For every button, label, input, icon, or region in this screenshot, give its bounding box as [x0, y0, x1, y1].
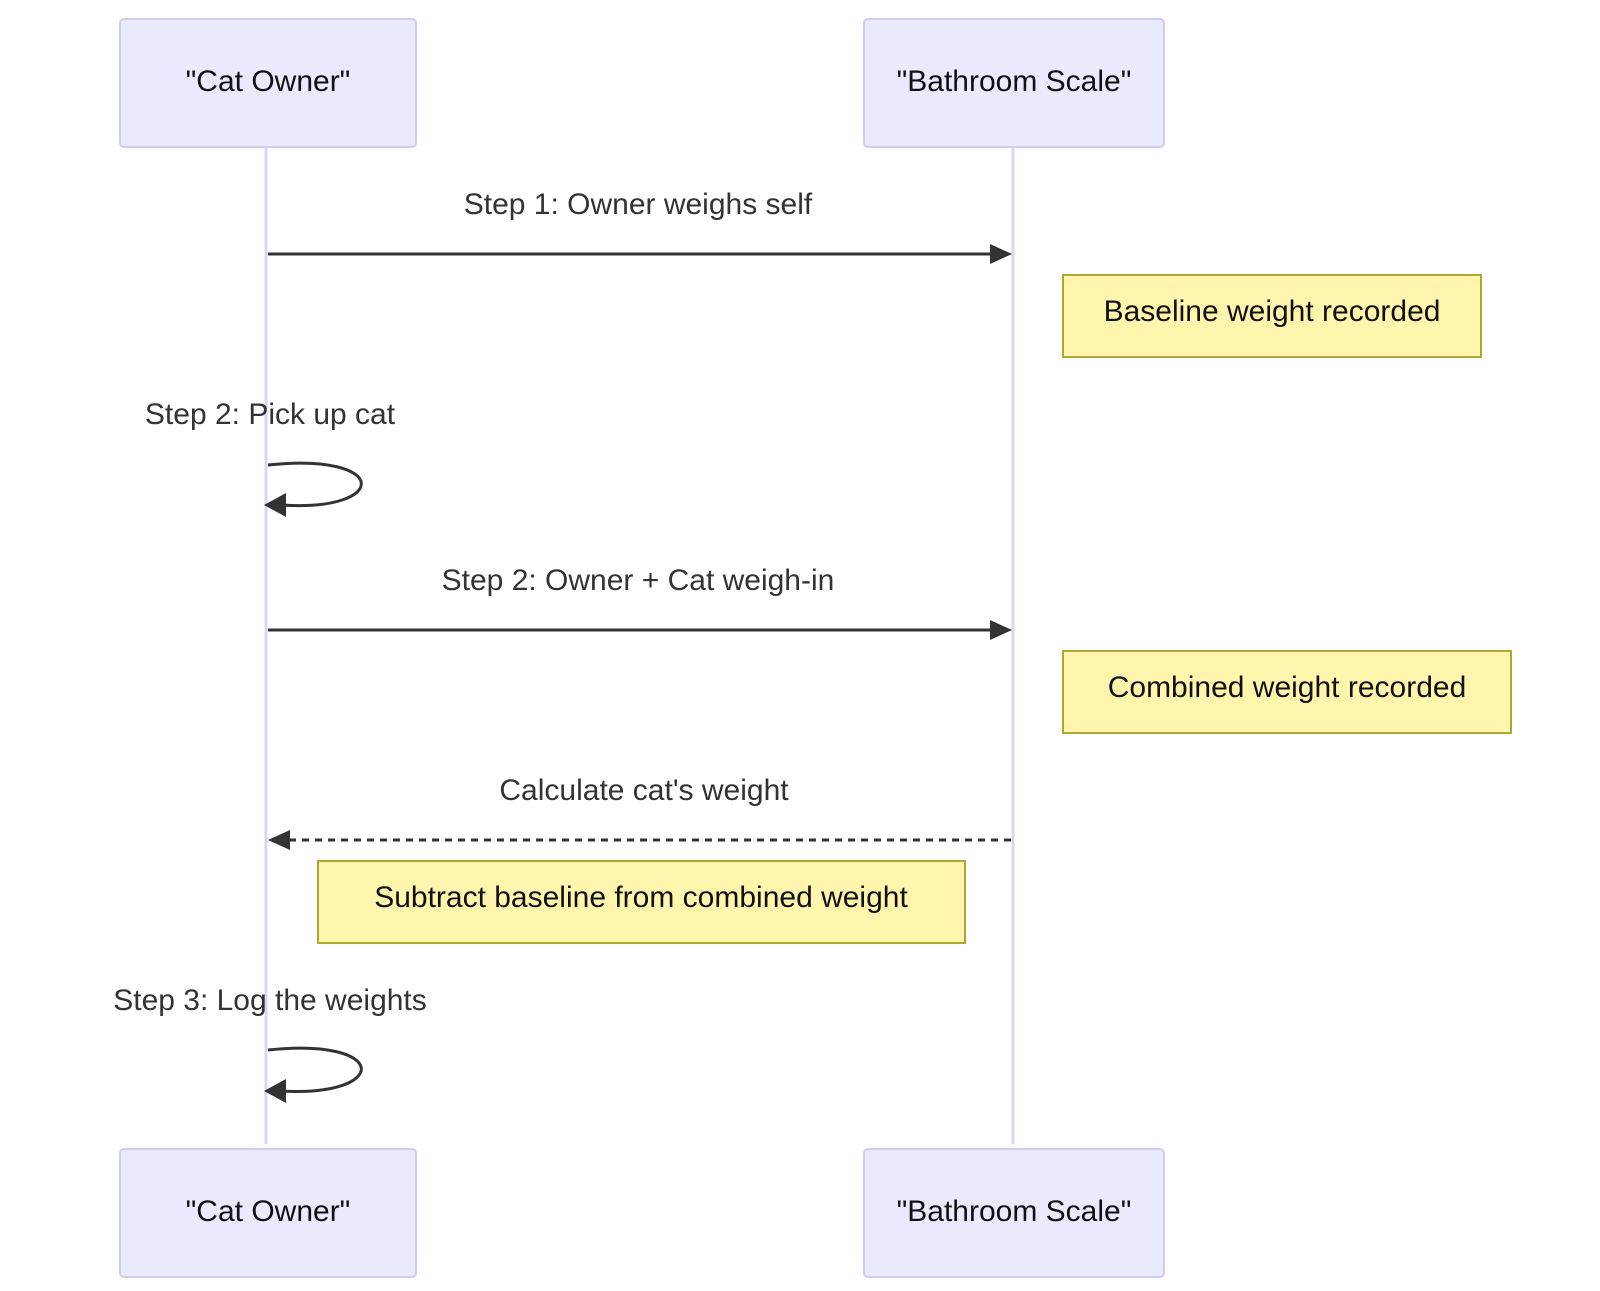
- message-4: Calculate cat's weight: [268, 774, 1011, 850]
- arrowhead: [990, 244, 1012, 264]
- note-1: Baseline weight recorded: [1062, 274, 1482, 358]
- note-box: [317, 860, 966, 944]
- actor-label: "Cat Owner": [186, 1195, 351, 1228]
- message-label: Step 1: Owner weighs self: [464, 188, 813, 221]
- message-label: Step 2: Owner + Cat weigh-in: [442, 564, 835, 597]
- note-text: Subtract baseline from combined weight: [374, 881, 908, 914]
- actor-label: "Bathroom Scale": [897, 1195, 1132, 1228]
- actor-label: "Bathroom Scale": [897, 65, 1132, 98]
- message-1: Step 1: Owner weighs self: [268, 188, 1012, 264]
- note-3: Subtract baseline from combined weight: [317, 860, 966, 944]
- actor-box: [863, 18, 1165, 148]
- message-label: Step 2: Pick up cat: [145, 398, 396, 431]
- actor-label: "Cat Owner": [186, 65, 351, 98]
- arrowhead: [990, 620, 1012, 640]
- message-3: Step 2: Owner + Cat weigh-in: [268, 564, 1012, 640]
- self-loop-line: [267, 461, 363, 508]
- message-label: Step 3: Log the weights: [113, 984, 427, 1017]
- actor-box: [863, 1148, 1165, 1278]
- self-loop-line: [267, 1046, 363, 1093]
- actor-box: [119, 18, 417, 148]
- message-2: Step 2: Pick up cat: [145, 398, 396, 517]
- actor-bathroom-scale-top[interactable]: "Bathroom Scale": [863, 18, 1165, 148]
- actor-bathroom-scale-bottom[interactable]: "Bathroom Scale": [863, 1148, 1165, 1278]
- arrowhead: [264, 493, 286, 517]
- actor-cat-owner-bottom[interactable]: "Cat Owner": [119, 1148, 417, 1278]
- note-text: Combined weight recorded: [1108, 671, 1467, 704]
- actor-box: [119, 1148, 417, 1278]
- note-box: [1062, 650, 1512, 734]
- note-text: Baseline weight recorded: [1104, 295, 1441, 328]
- message-label: Calculate cat's weight: [499, 774, 789, 807]
- note-box: [1062, 274, 1482, 358]
- message-5: Step 3: Log the weights: [113, 984, 427, 1103]
- arrowhead: [264, 1079, 286, 1103]
- note-2: Combined weight recorded: [1062, 650, 1512, 734]
- arrowhead: [268, 830, 290, 850]
- actor-cat-owner-top[interactable]: "Cat Owner": [119, 18, 417, 148]
